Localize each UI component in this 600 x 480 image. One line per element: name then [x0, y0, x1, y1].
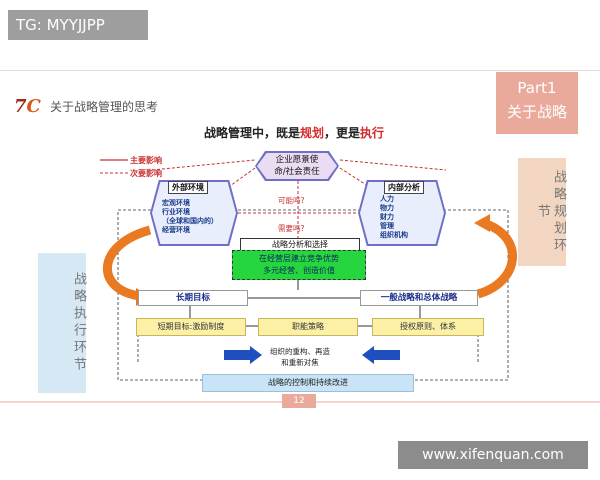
mission-hex: 企业愿景使 命/社会责任 [257, 153, 337, 179]
execution-panel: 战略执行环节 [38, 253, 86, 393]
planning-panel: 战略规划环节 [518, 158, 566, 266]
analysis-line-1: 在经营层建立竞争优势 [259, 254, 339, 263]
internal-item: 财力 [380, 213, 394, 221]
main-title: 战略管理中，既是规划，更是执行 [204, 126, 385, 140]
general-strategy: 一般战略和总体战略 [360, 290, 478, 306]
mission-line-2: 命/社会责任 [274, 167, 320, 177]
header-title: 关于战略管理的思考 [50, 100, 159, 114]
page-number: 12 [282, 394, 316, 408]
part-badge: Part1 关于战略 [496, 72, 578, 134]
long-term-goals: 长期目标 [138, 290, 248, 306]
external-item: 经营环境 [162, 226, 190, 234]
internal-item: 管理 [380, 222, 394, 230]
short-term-box: 短期目标:激励制度 [136, 318, 246, 336]
control-bar: 战略的控制和持续改进 [202, 374, 414, 392]
internal-item: 人力 [380, 195, 394, 203]
left-curved-arrow [102, 225, 152, 301]
mission-left-link [151, 159, 256, 171]
org-restructure-text: 组织的重构、再造 和重新对焦 [270, 346, 330, 368]
org-line-1: 组织的重构、再造 [270, 347, 330, 356]
internal-item: 组织机构 [380, 231, 408, 239]
part-label: Part1 [517, 79, 557, 97]
watermark-label: TG: MYYJJPP [8, 10, 148, 40]
external-items: 宏观环境 行业环境 （全球和国内的） 经营环境 [162, 199, 218, 235]
org-arrow-right [224, 346, 262, 364]
part-title: 关于战略 [506, 103, 567, 121]
question-needed: 需要吗? [278, 224, 305, 233]
mission-right-link [339, 159, 447, 171]
right-arrow-head [474, 214, 490, 232]
external-item: （全球和国内的） [162, 217, 218, 225]
external-item: 行业环境 [162, 208, 190, 216]
internal-items: 人力 物力 财力 管理 组织机构 [380, 195, 408, 240]
org-line-2: 和重新对焦 [281, 358, 319, 367]
legend-primary-label: 主要影响 [130, 156, 162, 165]
analysis-box: 在经营层建立竞争优势 多元经营、创造价值 [232, 250, 366, 280]
authorization-box: 授权原则、体系 [372, 318, 484, 336]
question-possible: 可能吗? [278, 196, 305, 205]
mission-line-1: 企业愿景使 [275, 155, 319, 165]
legend-secondary-label: 次要影响 [130, 169, 162, 178]
site-watermark: www.xifenquan.com [398, 441, 588, 469]
mission-int-link [339, 167, 369, 187]
logo: 7C [14, 96, 41, 117]
right-curved-arrow [476, 219, 517, 299]
internal-item: 物力 [380, 204, 394, 212]
external-item: 宏观环境 [162, 199, 190, 207]
internal-title: 内部分析 [384, 181, 424, 194]
org-arrow-left [362, 346, 400, 364]
external-title: 外部环境 [168, 181, 208, 194]
functional-box: 职能策略 [258, 318, 358, 336]
analysis-line-2: 多元经营、创造价值 [263, 266, 335, 275]
mission-ext-link [229, 167, 256, 187]
